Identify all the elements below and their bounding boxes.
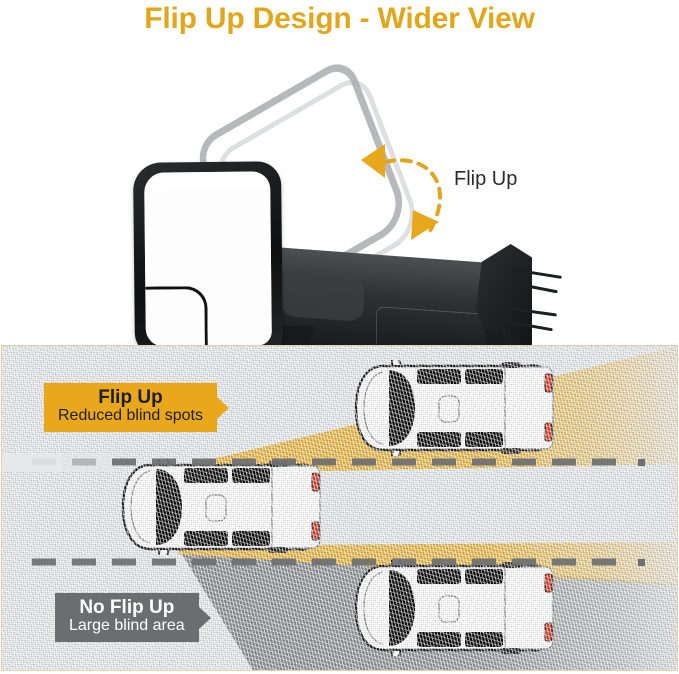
no-flip-up-banner-heading: No Flip Up [79, 597, 175, 618]
flip-up-banner: Flip Up Reduced blind spots [44, 383, 229, 433]
flip-up-arrow-label: Flip Up [454, 168, 518, 190]
tow-mirror-icon [132, 161, 284, 357]
flip-up-banner-heading: Flip Up [98, 387, 163, 408]
lane-divider-upper [2, 454, 645, 472]
hero-mirror-illustration: Flip Up [0, 54, 679, 364]
no-flip-up-banner-subtext: Large blind area [69, 617, 185, 635]
no-flip-up-banner: No Flip Up Large blind area [55, 593, 211, 643]
flip-up-banner-subtext: Reduced blind spots [58, 407, 203, 425]
page-title: Flip Up Design - Wider View [144, 2, 535, 35]
curved-double-arrow-icon [361, 144, 442, 240]
lane-divider-lower [32, 558, 645, 566]
spotter-mirror-divider [145, 286, 208, 347]
mirror-arm-pad [280, 268, 364, 322]
